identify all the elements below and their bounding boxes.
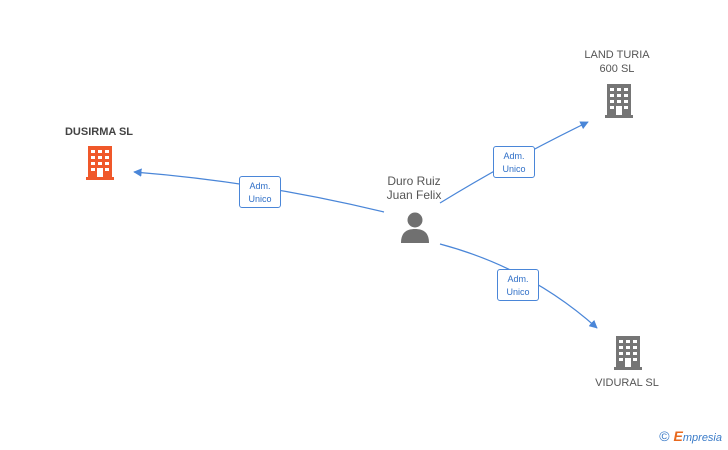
person-name[interactable]: Duro Ruiz Juan Felix [386,174,442,202]
person-icon[interactable] [401,212,429,244]
company-name-dusirma[interactable]: DUSIRMA SL [64,126,134,138]
building-icon-dusirma[interactable] [86,146,114,180]
relation-badge-vidural: Adm. Unico [497,269,539,301]
relation-badge-dusirma: Adm. Unico [239,176,281,208]
brand-logo: Empresia [673,428,722,444]
brand-footer: © Empresia [659,428,722,444]
company-name-land-turia[interactable]: LAND TURIA 600 SL [584,49,650,75]
company-name-vidural[interactable]: VIDURAL SL [595,377,659,389]
relation-badge-land-turia: Adm. Unico [493,146,535,178]
building-icon-land-turia[interactable] [605,84,633,118]
building-icon-vidural[interactable] [614,336,642,370]
copyright-icon: © [659,428,670,444]
